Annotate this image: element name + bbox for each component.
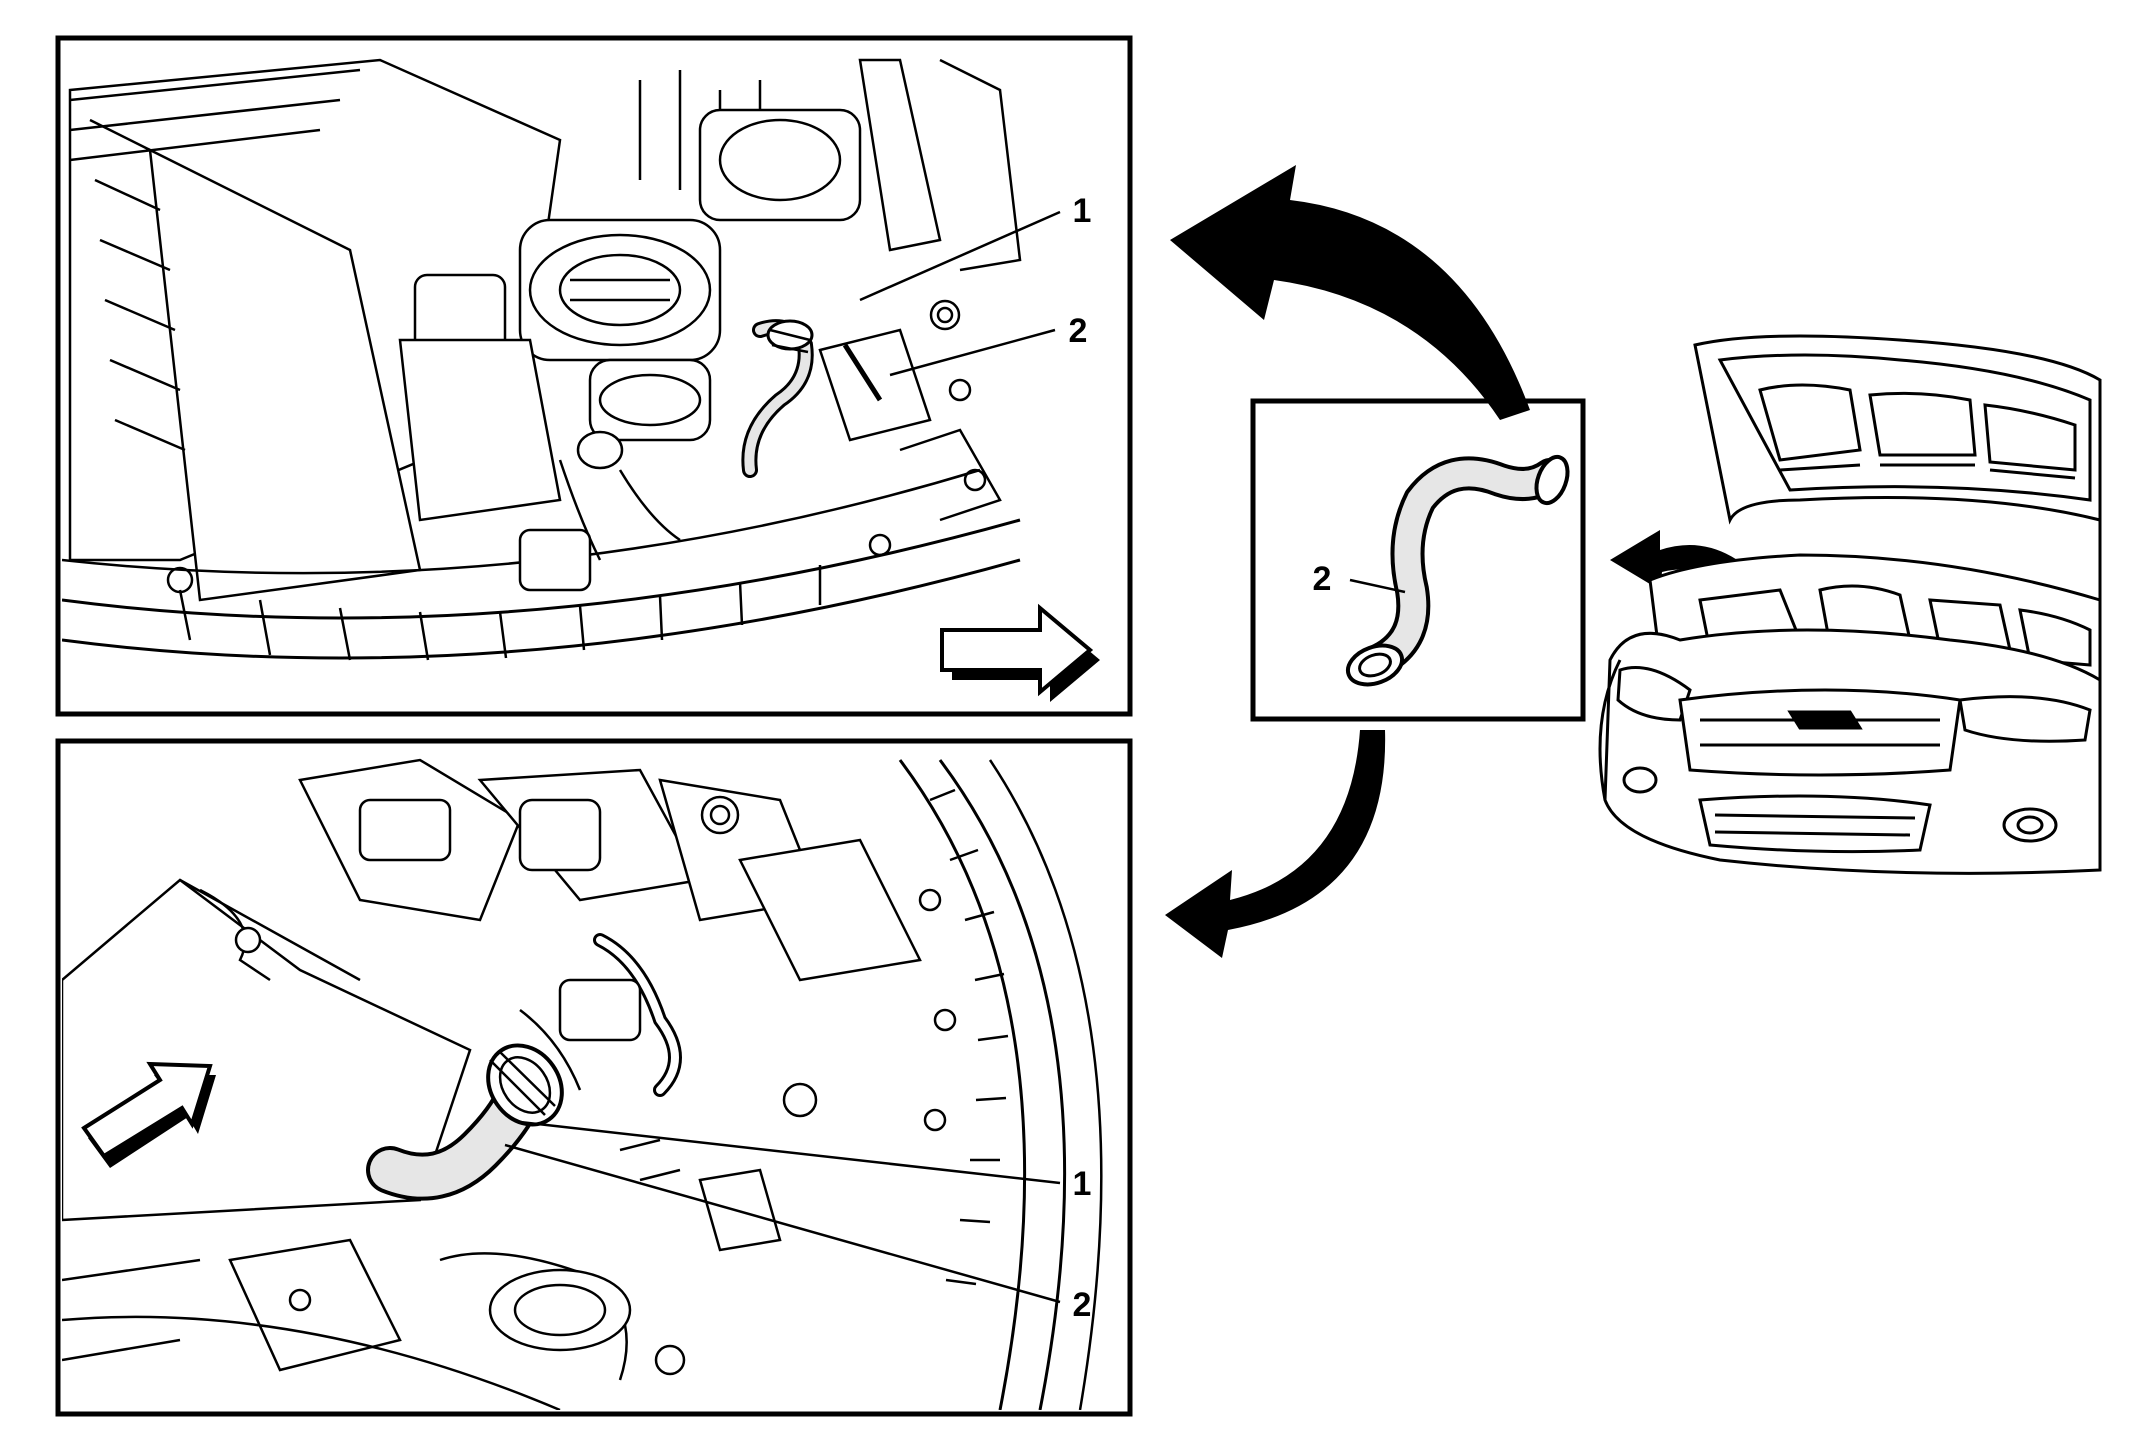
- curved-arrow-icon: [1165, 730, 1386, 958]
- direction-arrow-icon: [940, 603, 1100, 702]
- car-front-icon: [1598, 334, 2102, 875]
- leader-line-2: [1349, 578, 1406, 594]
- pointer-line-2: [842, 343, 883, 402]
- curved-arrow-icon: [1170, 165, 1530, 420]
- bottom-engine-view: 1 2: [55, 738, 1133, 1417]
- hose-clamp-icon: [1534, 454, 1570, 506]
- leader-line-1: [519, 1120, 1061, 1185]
- callout-2: 2: [1069, 312, 1088, 350]
- leader-line-1: [859, 210, 1061, 302]
- top-engine-view: 1 2: [55, 35, 1133, 717]
- leader-line-2: [504, 1143, 1061, 1304]
- callout-1: 1: [1073, 1165, 1092, 1203]
- callout-2: 2: [1073, 1286, 1092, 1324]
- leader-line-2: [889, 328, 1056, 377]
- callout-1: 1: [1073, 192, 1092, 230]
- callout-2: 2: [1313, 560, 1332, 598]
- direction-arrow-icon: [81, 1061, 216, 1168]
- hose-inset: 2: [1250, 398, 1586, 722]
